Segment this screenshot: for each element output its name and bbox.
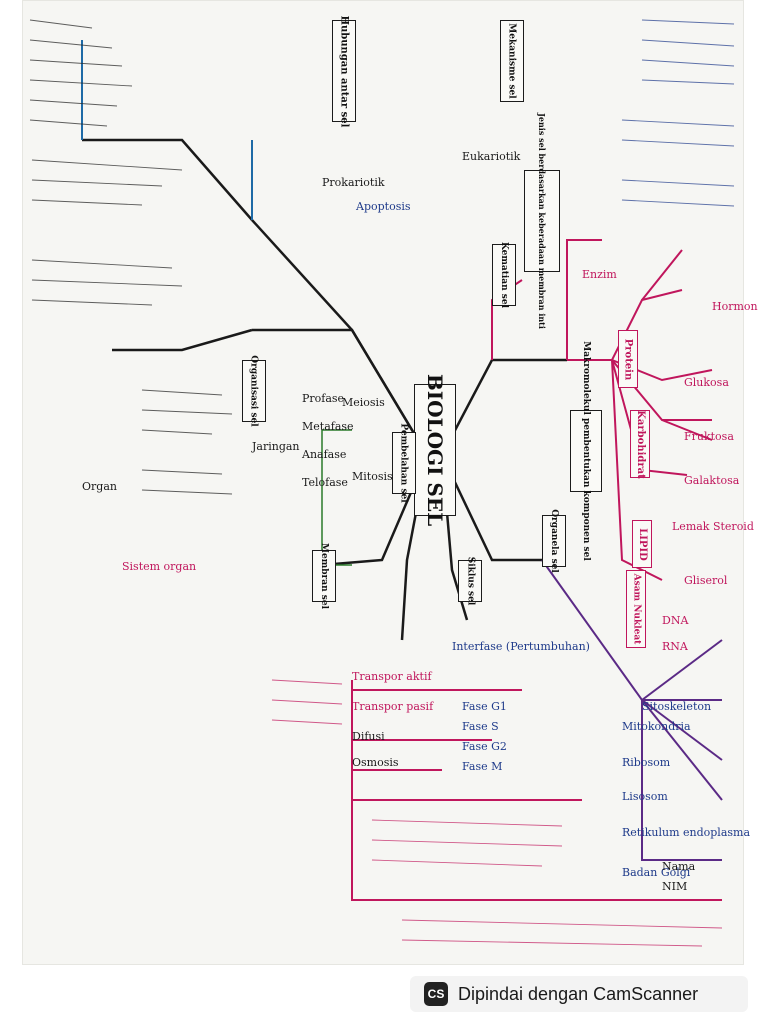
branch-pembelahan: Pembelahan sel [392, 423, 416, 503]
label-eukariotik: Eukariotik [462, 150, 521, 163]
label-rna: RNA [662, 640, 688, 653]
node-karbohidrat: Karbohidrat [630, 410, 650, 478]
branch-hubungan: Hubungan antar sel [332, 15, 356, 127]
branch-siklus: Siklus sel [458, 557, 482, 605]
label-mitosis: Mitosis [352, 470, 393, 483]
label-sistem-organ: Sistem organ [122, 560, 197, 573]
branch-kematian: Kematian sel [492, 242, 516, 308]
scanned-page: BIOLOGI SEL Makromolekul pembentukan kom… [22, 0, 758, 965]
label-nama: Nama [662, 860, 696, 873]
label-glukosa: Glukosa [684, 376, 729, 389]
mind-map-connectors [29, 19, 735, 947]
label-apoptosis: Apoptosis [356, 200, 411, 213]
branch-jenis-sel: Jenis sel berdasarkan keberadaan membran… [524, 113, 560, 329]
label-badan-golgi: Badan Golgi [622, 866, 691, 879]
label-anafase: Anafase [302, 448, 347, 461]
branch-mekanisme: Mekanisme sel [500, 20, 524, 102]
label-gliserol: Gliserol [684, 574, 728, 587]
center-label: BIOLOGI SEL [423, 373, 448, 527]
node-asam-nukleat: Asam Nukleat [626, 570, 646, 648]
label-fruktosa: Fruktosa [684, 430, 734, 443]
label-jaringan: Jaringan [252, 440, 300, 453]
label-prokariotik: Prokariotik [322, 176, 385, 189]
camscanner-logo-icon: CS [424, 982, 448, 1006]
label-difusi: Difusi [352, 730, 385, 743]
label-sitoskeleton: Sitoskeleton [642, 700, 712, 713]
branch-organisasi: Organisasi sel [242, 355, 266, 427]
label-ribosom: Ribosom [622, 756, 671, 769]
label-retikulum: Retikulum endoplasma [622, 826, 751, 839]
label-hormon: Hormon [712, 300, 758, 313]
label-nim: NIM [662, 880, 688, 893]
label-galaktosa: Galaktosa [684, 474, 740, 487]
camscanner-watermark: CS Dipindai dengan CamScanner [410, 976, 748, 1012]
label-fase-g2: Fase G2 [462, 740, 507, 753]
label-lemak-steroid: Lemak Steroid [672, 520, 754, 533]
label-interfase: Interfase (Pertumbuhan) [452, 640, 590, 653]
branch-makromolekul: Makromolekul pembentukan komponen sel [570, 341, 602, 561]
label-lisosom: Lisosom [622, 790, 668, 803]
label-fase-g1: Fase G1 [462, 700, 507, 713]
label-profase: Profase [302, 392, 345, 405]
camscanner-text: Dipindai dengan CamScanner [458, 983, 699, 1004]
label-transpor-pasif: Transpor pasif [352, 700, 434, 713]
label-meiosis: Meiosis [342, 396, 385, 409]
node-protein: Protein [618, 330, 638, 388]
label-dna: DNA [662, 614, 689, 627]
label-fase-m: Fase M [462, 760, 503, 773]
branch-membran: Membran sel [312, 543, 336, 609]
label-transpor-aktif: Transpor aktif [352, 670, 432, 683]
center-node: BIOLOGI SEL [414, 374, 456, 526]
label-telofase: Telofase [302, 476, 348, 489]
label-mitokondria: Mitokondria [622, 720, 691, 733]
branch-organela: Organela sel [542, 509, 566, 573]
label-organ: Organ [82, 480, 117, 493]
node-lipid: LIPID [632, 520, 652, 568]
label-fase-s: Fase S [462, 720, 499, 733]
label-metafase: Metafase [302, 420, 354, 433]
label-osmosis: Osmosis [352, 756, 399, 769]
label-enzim: Enzim [582, 268, 617, 281]
